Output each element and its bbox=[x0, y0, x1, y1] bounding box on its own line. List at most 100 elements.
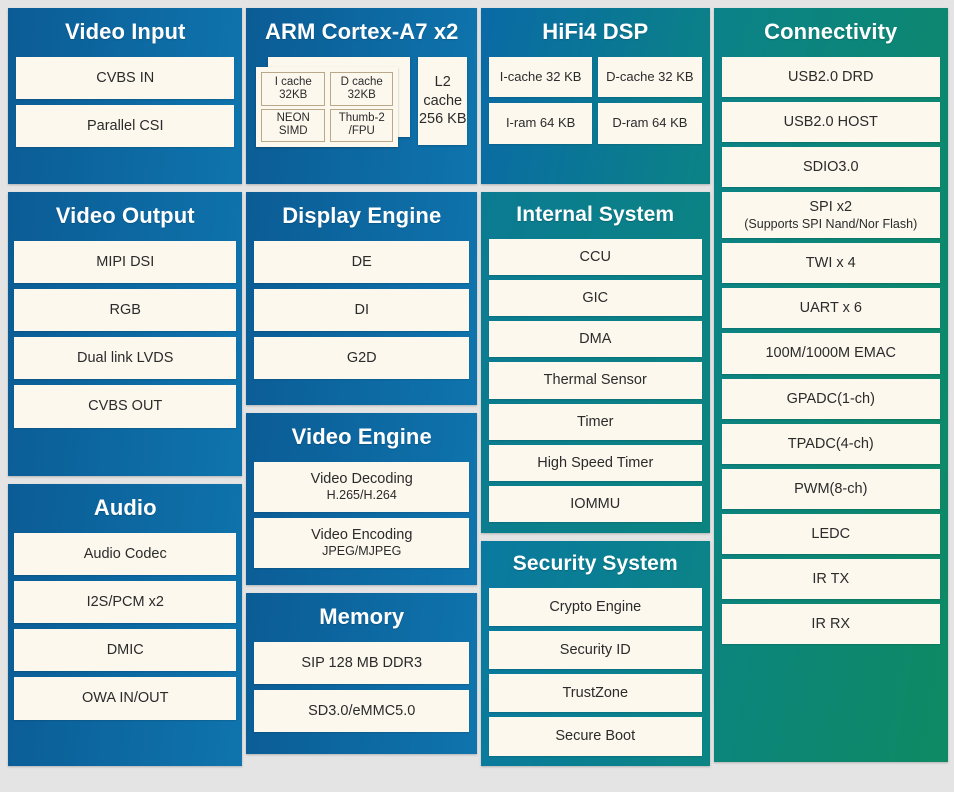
item-dsp-i-cache[interactable]: I-cache 32 KB bbox=[489, 57, 593, 98]
item-sd-emmc[interactable]: SD3.0/eMMC5.0 bbox=[254, 690, 469, 733]
block-memory[interactable]: Memory SIP 128 MB DDR3 SD3.0/eMMC5.0 bbox=[246, 593, 477, 754]
item-dual-link-lvds[interactable]: Dual link LVDS bbox=[14, 337, 237, 380]
block-video-engine[interactable]: Video Engine Video Decoding H.265/H.264 … bbox=[246, 413, 477, 585]
item-spi-label: SPI x2 bbox=[809, 199, 853, 216]
item-ir-tx[interactable]: IR TX bbox=[721, 559, 940, 600]
item-secure-boot[interactable]: Secure Boot bbox=[489, 717, 702, 756]
block-title-video-engine: Video Engine bbox=[291, 424, 432, 449]
block-items-memory: SIP 128 MB DDR3 SD3.0/eMMC5.0 bbox=[246, 642, 477, 733]
arm-l2-cache-line2: 256 KB bbox=[418, 111, 467, 128]
arm-cell-i-cache-line1: I cache bbox=[274, 75, 312, 88]
diagram-column-1: Video Input CVBS IN Parallel CSI Video O… bbox=[8, 8, 243, 770]
item-dsp-i-ram[interactable]: I-ram 64 KB bbox=[489, 103, 593, 144]
block-title-hifi4-dsp: HiFi4 DSP bbox=[542, 19, 649, 44]
arm-l2-cache-line1: L2 cache bbox=[423, 73, 463, 109]
block-title-connectivity: Connectivity bbox=[764, 19, 898, 44]
item-dsp-d-ram[interactable]: D-ram 64 KB bbox=[598, 103, 702, 144]
item-di[interactable]: DI bbox=[254, 289, 469, 332]
item-usb-drd[interactable]: USB2.0 DRD bbox=[721, 57, 940, 98]
arm-cell-thumb2-fpu[interactable]: Thumb-2 /FPU bbox=[329, 108, 394, 142]
item-owa-in-out[interactable]: OWA IN/OUT bbox=[14, 677, 237, 720]
block-security-system[interactable]: Security System Crypto Engine Security I… bbox=[481, 541, 710, 766]
item-sdio[interactable]: SDIO3.0 bbox=[721, 147, 940, 188]
arm-cell-neon-simd[interactable]: NEON SIMD bbox=[261, 108, 325, 142]
item-twi[interactable]: TWI x 4 bbox=[721, 243, 940, 284]
block-title-display-engine: Display Engine bbox=[282, 203, 442, 228]
block-title-internal-system: Internal System bbox=[516, 203, 675, 226]
arm-cell-d-cache[interactable]: D cache 32KB bbox=[329, 72, 394, 106]
block-display-engine[interactable]: Display Engine DE DI G2D bbox=[246, 192, 477, 405]
item-cvbs-out[interactable]: CVBS OUT bbox=[14, 385, 237, 428]
arm-core-row-1: I cache 32KB D cache 32KB bbox=[261, 72, 394, 106]
block-arm-cortex-a7[interactable]: ARM Cortex-A7 x2 I cache 32KB D cache 32 bbox=[246, 8, 477, 184]
arm-core-stack: I cache 32KB D cache 32KB NEON SIM bbox=[256, 57, 411, 149]
item-thermal-sensor[interactable]: Thermal Sensor bbox=[489, 362, 702, 399]
block-items-hifi4-dsp: I-cache 32 KB D-cache 32 KB I-ram 64 KB … bbox=[481, 57, 710, 144]
arm-cell-neon-line2: SIMD bbox=[278, 125, 308, 138]
item-ir-rx[interactable]: IR RX bbox=[721, 604, 940, 645]
item-tpadc[interactable]: TPADC(4-ch) bbox=[721, 423, 940, 464]
block-items-video-input: CVBS IN Parallel CSI bbox=[8, 57, 242, 148]
arm-cell-thumb2-line1: Thumb-2 bbox=[338, 112, 385, 125]
arm-cell-d-cache-line1: D cache bbox=[340, 75, 383, 88]
item-ccu[interactable]: CCU bbox=[489, 239, 702, 276]
item-uart[interactable]: UART x 6 bbox=[721, 288, 940, 329]
item-iommu[interactable]: IOMMU bbox=[489, 485, 702, 522]
item-video-decoding-codecs: H.265/H.264 bbox=[326, 488, 397, 503]
item-video-decoding[interactable]: Video Decoding H.265/H.264 bbox=[254, 462, 469, 512]
item-dmic[interactable]: DMIC bbox=[14, 629, 237, 672]
item-g2d[interactable]: G2D bbox=[254, 337, 469, 380]
item-cvbs-in[interactable]: CVBS IN bbox=[16, 57, 235, 100]
item-mipi-dsi[interactable]: MIPI DSI bbox=[14, 241, 237, 284]
item-gic[interactable]: GIC bbox=[489, 280, 702, 317]
item-security-id[interactable]: Security ID bbox=[489, 631, 702, 670]
item-trustzone[interactable]: TrustZone bbox=[489, 674, 702, 713]
arm-core-card-front[interactable]: I cache 32KB D cache 32KB NEON SIM bbox=[256, 67, 399, 147]
diagram-column-2: ARM Cortex-A7 x2 I cache 32KB D cache 32 bbox=[246, 8, 477, 770]
diagram-column-3: HiFi4 DSP I-cache 32 KB D-cache 32 KB I-… bbox=[481, 8, 710, 770]
item-usb-host[interactable]: USB2.0 HOST bbox=[721, 102, 940, 143]
block-title-video-input: Video Input bbox=[65, 19, 186, 44]
arm-cell-neon-line1: NEON bbox=[276, 112, 310, 125]
arm-l2-cache[interactable]: L2 cache 256 KB bbox=[418, 57, 467, 145]
item-dma[interactable]: DMA bbox=[489, 321, 702, 358]
item-rgb[interactable]: RGB bbox=[14, 289, 237, 332]
block-connectivity[interactable]: Connectivity USB2.0 DRD USB2.0 HOST SDIO… bbox=[713, 8, 948, 762]
item-ledc[interactable]: LEDC bbox=[721, 513, 940, 554]
item-video-encoding-label: Video Encoding bbox=[311, 526, 413, 543]
item-i2s-pcm[interactable]: I2S/PCM x2 bbox=[14, 581, 237, 624]
item-audio-codec[interactable]: Audio Codec bbox=[14, 533, 237, 576]
arm-core-row-2: NEON SIMD Thumb-2 /FPU bbox=[261, 108, 394, 142]
block-items-display-engine: DE DI G2D bbox=[246, 241, 477, 380]
item-de[interactable]: DE bbox=[254, 241, 469, 284]
arm-core-layout: I cache 32KB D cache 32KB NEON SIM bbox=[246, 57, 477, 153]
item-emac[interactable]: 100M/1000M EMAC bbox=[721, 333, 940, 374]
item-video-encoding[interactable]: Video Encoding JPEG/MJPEG bbox=[254, 517, 469, 568]
item-video-encoding-codecs: JPEG/MJPEG bbox=[322, 543, 402, 558]
arm-cell-d-cache-line2: 32KB bbox=[347, 88, 376, 101]
block-items-audio: Audio Codec I2S/PCM x2 DMIC OWA IN/OUT bbox=[8, 533, 242, 720]
block-internal-system[interactable]: Internal System CCU GIC DMA Thermal Sens… bbox=[481, 192, 710, 533]
arm-cell-thumb2-line2: /FPU bbox=[348, 125, 375, 138]
block-audio[interactable]: Audio Audio Codec I2S/PCM x2 DMIC OWA IN… bbox=[8, 484, 243, 766]
block-video-input[interactable]: Video Input CVBS IN Parallel CSI bbox=[8, 8, 243, 184]
item-video-decoding-label: Video Decoding bbox=[310, 471, 413, 487]
item-spi-note: (Supports SPI Nand/Nor Flash) bbox=[744, 216, 918, 231]
item-dsp-d-cache[interactable]: D-cache 32 KB bbox=[598, 57, 702, 98]
item-spi[interactable]: SPI x2 (Supports SPI Nand/Nor Flash) bbox=[721, 192, 940, 239]
item-sip-ddr3[interactable]: SIP 128 MB DDR3 bbox=[254, 642, 469, 685]
block-hifi4-dsp[interactable]: HiFi4 DSP I-cache 32 KB D-cache 32 KB I-… bbox=[481, 8, 710, 184]
block-items-video-engine: Video Decoding H.265/H.264 Video Encodin… bbox=[246, 462, 477, 568]
item-pwm[interactable]: PWM(8-ch) bbox=[721, 468, 940, 509]
block-video-output[interactable]: Video Output MIPI DSI RGB Dual link LVDS… bbox=[8, 192, 243, 476]
item-timer[interactable]: Timer bbox=[489, 403, 702, 440]
item-high-speed-timer[interactable]: High Speed Timer bbox=[489, 444, 702, 481]
block-title-memory: Memory bbox=[319, 604, 405, 629]
block-title-security-system: Security System bbox=[512, 552, 678, 575]
item-parallel-csi[interactable]: Parallel CSI bbox=[16, 105, 235, 148]
arm-cell-i-cache[interactable]: I cache 32KB bbox=[261, 72, 325, 106]
item-crypto-engine[interactable]: Crypto Engine bbox=[489, 588, 702, 627]
item-gpadc[interactable]: GPADC(1-ch) bbox=[721, 378, 940, 419]
block-items-connectivity: USB2.0 DRD USB2.0 HOST SDIO3.0 SPI x2 (S… bbox=[714, 57, 948, 645]
